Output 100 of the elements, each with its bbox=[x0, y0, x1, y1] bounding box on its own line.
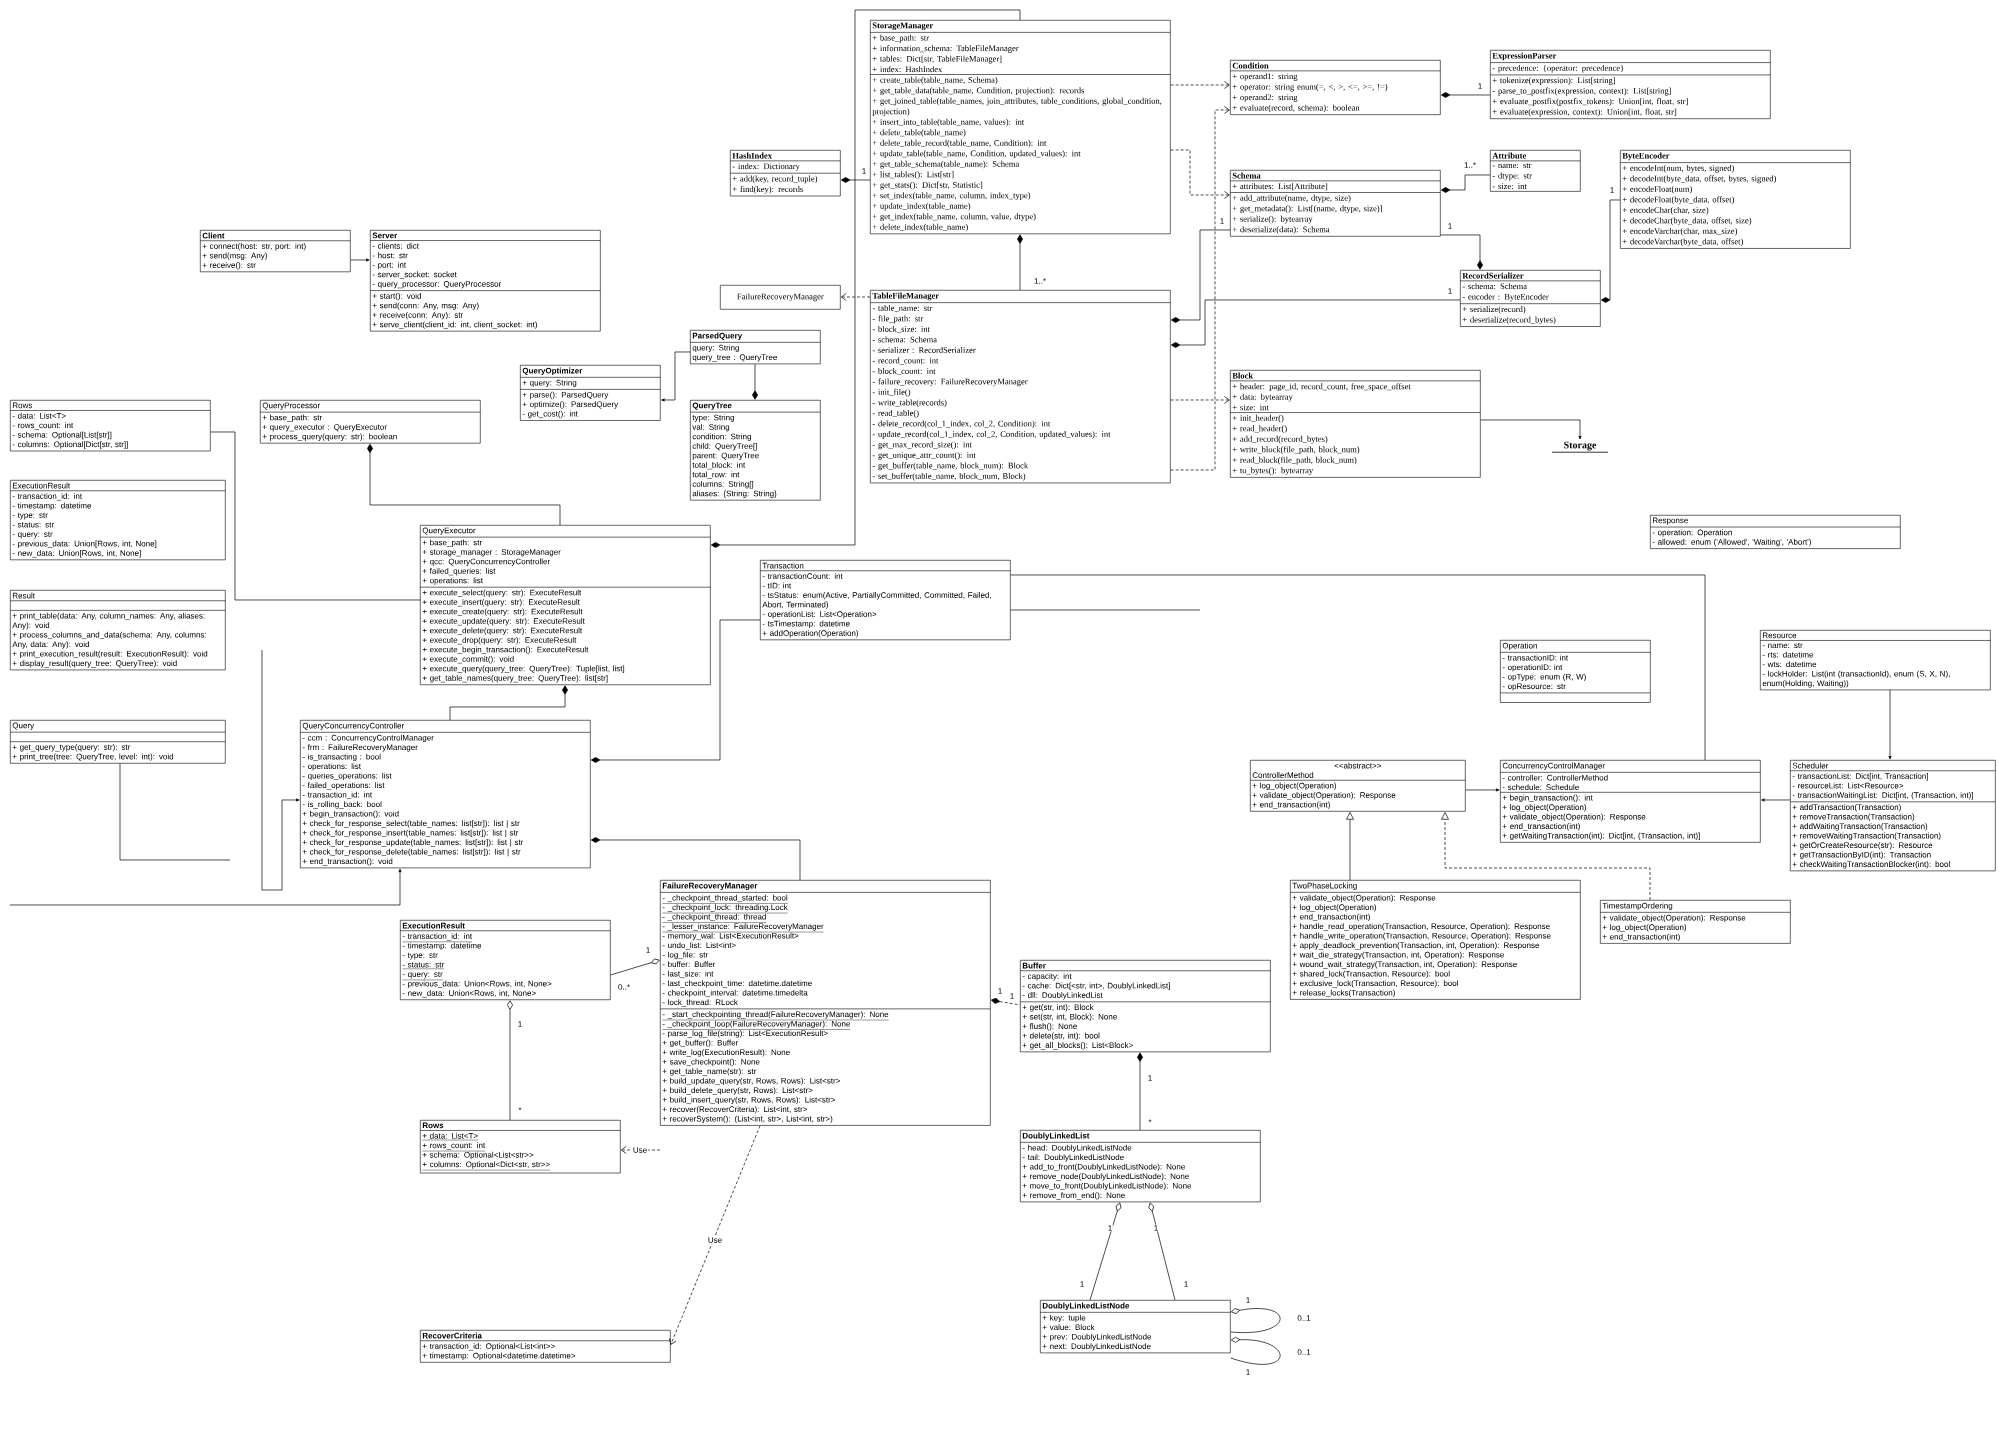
class-box bbox=[1230, 170, 1441, 237]
method-text: + evaluate_postfix(postfix_tokens): Union[int, float, str] bbox=[1492, 98, 1688, 106]
class-name: Operation bbox=[1502, 642, 1537, 651]
association-line bbox=[710, 9, 1021, 548]
method-text: + add_record(record_bytes) bbox=[1232, 435, 1328, 444]
member-text: + rows_count: int bbox=[422, 1142, 486, 1152]
method-text: + read_header() bbox=[1232, 425, 1287, 434]
method-text: + set_index(table_name, column, index_type) bbox=[872, 192, 1031, 201]
class-name: TwoPhaseLocking bbox=[1292, 882, 1357, 891]
member-text: + encodeChar(char, size) bbox=[1622, 206, 1709, 215]
class-name: DoublyLinkedList bbox=[1022, 1132, 1090, 1141]
class-box bbox=[1460, 269, 1601, 327]
class-box bbox=[1230, 60, 1441, 115]
member-text: - type: str bbox=[402, 952, 438, 960]
method-text: + add(key, record_tuple) bbox=[732, 175, 818, 184]
class-box bbox=[1600, 900, 1791, 944]
member-text: - wts: datetime bbox=[1762, 661, 1817, 667]
method-text: + deserialize(data): Schema bbox=[1232, 226, 1330, 234]
connector-line bbox=[1010, 574, 1706, 761]
member-text: - failed_operations: list bbox=[302, 782, 385, 790]
method-text: + tokenize(expression): List[string] bbox=[1492, 77, 1615, 85]
association-line bbox=[1230, 1336, 1281, 1365]
class-name: Query bbox=[12, 722, 35, 730]
method-text: - _start_checkpointing_thread(FailureRecoveryManager): None bbox=[662, 1011, 889, 1021]
member-text: - new_data: Union[Rows, int, None] bbox=[12, 550, 141, 558]
method-text: + delete_table_record(table_name, Condition): int bbox=[872, 139, 1047, 148]
class-name: QueryExecutor bbox=[422, 527, 476, 535]
method-text: + execute_drop(query: str): ExecuteResult bbox=[422, 637, 577, 645]
member-text: - tail: DoublyLinkedListNode bbox=[1022, 1154, 1124, 1162]
class-name: TimestampOrdering bbox=[1602, 902, 1673, 911]
association-line bbox=[1017, 234, 1023, 291]
class-name: ExecutionResult bbox=[12, 482, 71, 489]
member-text: + decodeFloat(byte_data, offset) bbox=[1622, 196, 1734, 205]
class-box bbox=[1020, 1130, 1261, 1203]
member-text: + query_executor : QueryExecutor bbox=[262, 424, 387, 432]
class-name: <<abstract>> bbox=[1334, 762, 1381, 769]
method-text: + addTransaction(Transaction) bbox=[1792, 804, 1901, 812]
member-text: - schema: Optional[List[str]] bbox=[12, 431, 112, 440]
class-box bbox=[10, 590, 226, 671]
class-box bbox=[1250, 760, 1466, 812]
dependency-arrow bbox=[1170, 81, 1230, 89]
member-text: + operand2: string bbox=[1232, 94, 1298, 102]
association-line bbox=[1600, 199, 1621, 303]
member-text: - transaction_id: int bbox=[302, 791, 373, 799]
method-text: + removeTransaction(Transaction) bbox=[1792, 813, 1915, 822]
arrow bbox=[9, 868, 402, 906]
class-name: StorageManager bbox=[872, 22, 934, 31]
attribute-text: - opResource: str bbox=[1502, 683, 1566, 691]
class-box bbox=[200, 230, 351, 273]
method-text: + begin_transaction(): int bbox=[1502, 794, 1593, 803]
attribute-text: - host: str bbox=[372, 252, 408, 259]
method-text: + write_log(ExecutionResult): None bbox=[662, 1049, 790, 1057]
attribute-text: - _checkpoint_thread: thread bbox=[662, 913, 767, 923]
connector-line bbox=[210, 431, 421, 601]
association-line bbox=[1440, 92, 1491, 98]
method-text: + execute_select(query: str): ExecuteResult bbox=[422, 589, 582, 597]
member-text: - file_path: str bbox=[872, 315, 924, 324]
multiplicity-label: 1 bbox=[1610, 187, 1614, 193]
method-text: + list_tables(): List[str] bbox=[872, 171, 954, 179]
member-text: - schema: Schema bbox=[872, 336, 937, 343]
member-text: + check_for_response_update(table_names: list[str]): list | str bbox=[302, 839, 524, 847]
member-text: + end_transaction(int) bbox=[1252, 801, 1330, 809]
member-text: - query: str bbox=[12, 531, 53, 539]
member-text: - block_size: int bbox=[872, 325, 930, 333]
attribute-text: - _checkpoint_thread_started: bool bbox=[662, 894, 788, 904]
method-text: + get_stats(): Dict[str, Statistic] bbox=[872, 181, 983, 190]
member-text: - write_table(records) bbox=[872, 399, 947, 408]
association-line bbox=[590, 619, 761, 763]
class-box bbox=[870, 20, 1171, 235]
member-text: - columns: Optional[Dict[str, str]] bbox=[12, 441, 128, 449]
method-text: + execute_update(query: str): ExecuteResult bbox=[422, 618, 585, 626]
method-text: + get_metadata(): List[(name, dtype, size)] bbox=[1232, 205, 1382, 214]
class-name: HashIndex bbox=[732, 152, 772, 159]
class-box bbox=[1040, 1300, 1231, 1354]
method-text: + execute_commit(): void bbox=[422, 656, 514, 664]
class-name: Buffer bbox=[1022, 962, 1046, 969]
attribute-text: - dll: DoublyLinkedList bbox=[1022, 992, 1103, 1000]
attribute-text: - last_checkpoint_time: datetime.datetime bbox=[662, 980, 812, 988]
method-text: + get_table_names(query_tree: QueryTree): list[str] bbox=[422, 675, 608, 683]
attribute-text: - log_file: str bbox=[662, 951, 708, 960]
method-text: + update_index(table_name) bbox=[872, 202, 971, 211]
class-name: Block bbox=[1232, 372, 1254, 379]
attribute-text: - _lesser_instance: FailureRecoveryManager bbox=[662, 923, 824, 933]
member-text: condition: String bbox=[692, 433, 751, 441]
member-text: + value: Block bbox=[1042, 1324, 1095, 1330]
attribute-text: - last_size: int bbox=[662, 970, 714, 979]
method-text: + delete_index(table_name) bbox=[872, 223, 968, 232]
association-line bbox=[990, 997, 1021, 1006]
member-text: - previous_data: Union[Rows, int, None] bbox=[12, 540, 157, 548]
attribute-text: + base_path: str bbox=[872, 34, 929, 43]
method-text: + get_table_schema(table_name): Schema bbox=[872, 160, 1020, 169]
attribute-text: + operations: list bbox=[422, 577, 483, 585]
method-text: + receive(conn: Any): str bbox=[372, 311, 464, 320]
member-text: + validate_object(Operation): Response bbox=[1602, 914, 1746, 923]
member-text: - init_file() bbox=[872, 388, 911, 397]
member-text: + encodeVarchar(char, max_size) bbox=[1622, 227, 1738, 236]
method-text: + send(conn: Any, msg: Any) bbox=[372, 302, 479, 310]
method-text: + get_query_type(query: str): str bbox=[12, 744, 131, 752]
class-name: RecordSerializer bbox=[1462, 272, 1524, 279]
storage-label: Storage bbox=[1551, 441, 1609, 453]
